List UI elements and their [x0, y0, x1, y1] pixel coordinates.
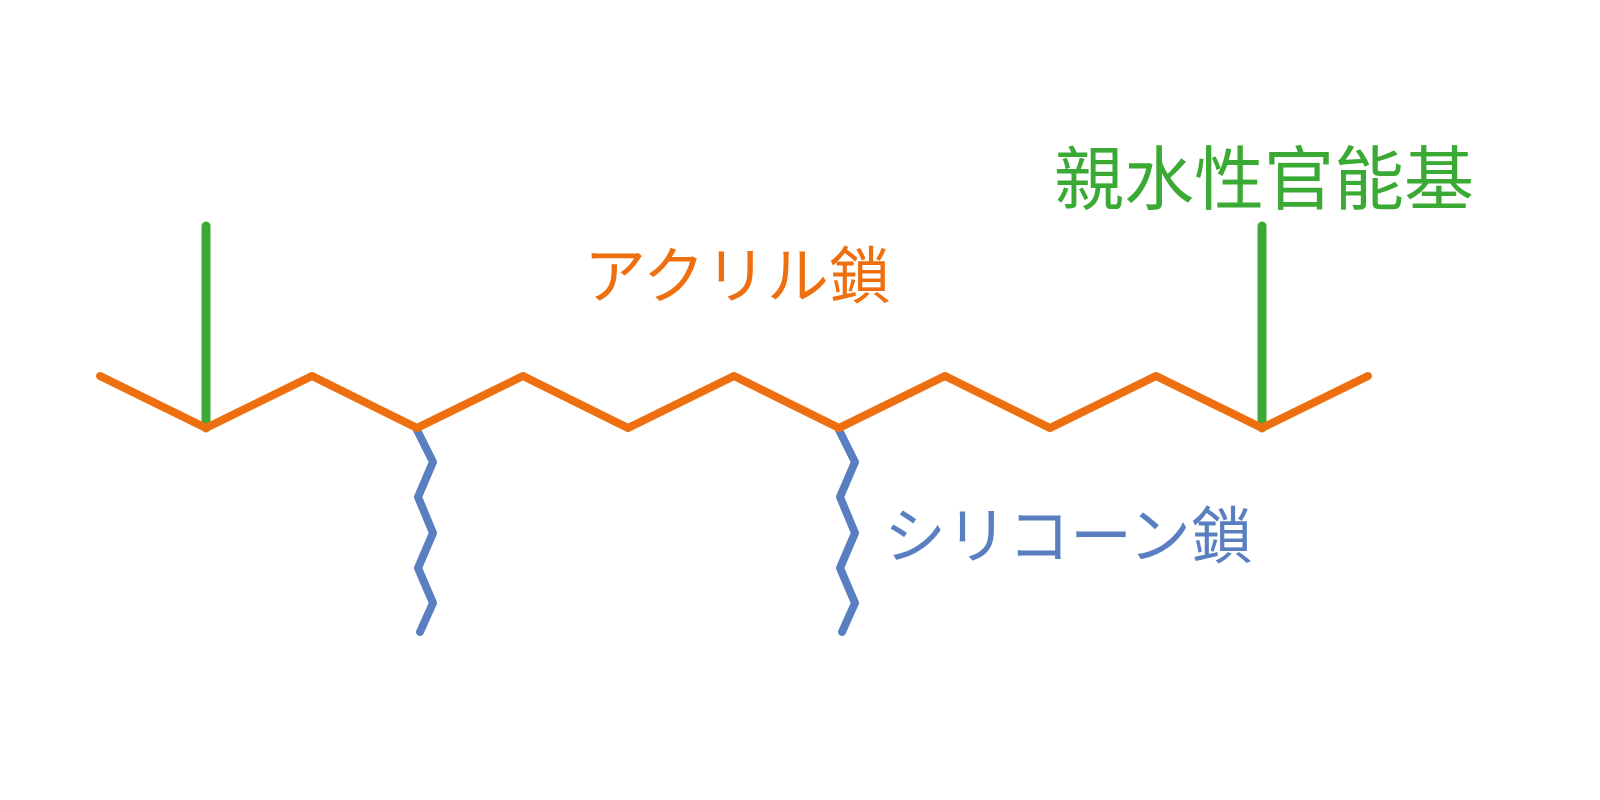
acrylic-backbone-chain [96, 372, 1372, 432]
acrylic-chain-label: アクリル鎖 [584, 240, 891, 313]
silicone-chain-label: シリコーン鎖 [884, 500, 1253, 573]
hydrophilic-group-label: 親水性官能基 [1054, 139, 1474, 221]
silicone-chain-right [835, 426, 859, 636]
silicone-chain-left [413, 426, 437, 636]
